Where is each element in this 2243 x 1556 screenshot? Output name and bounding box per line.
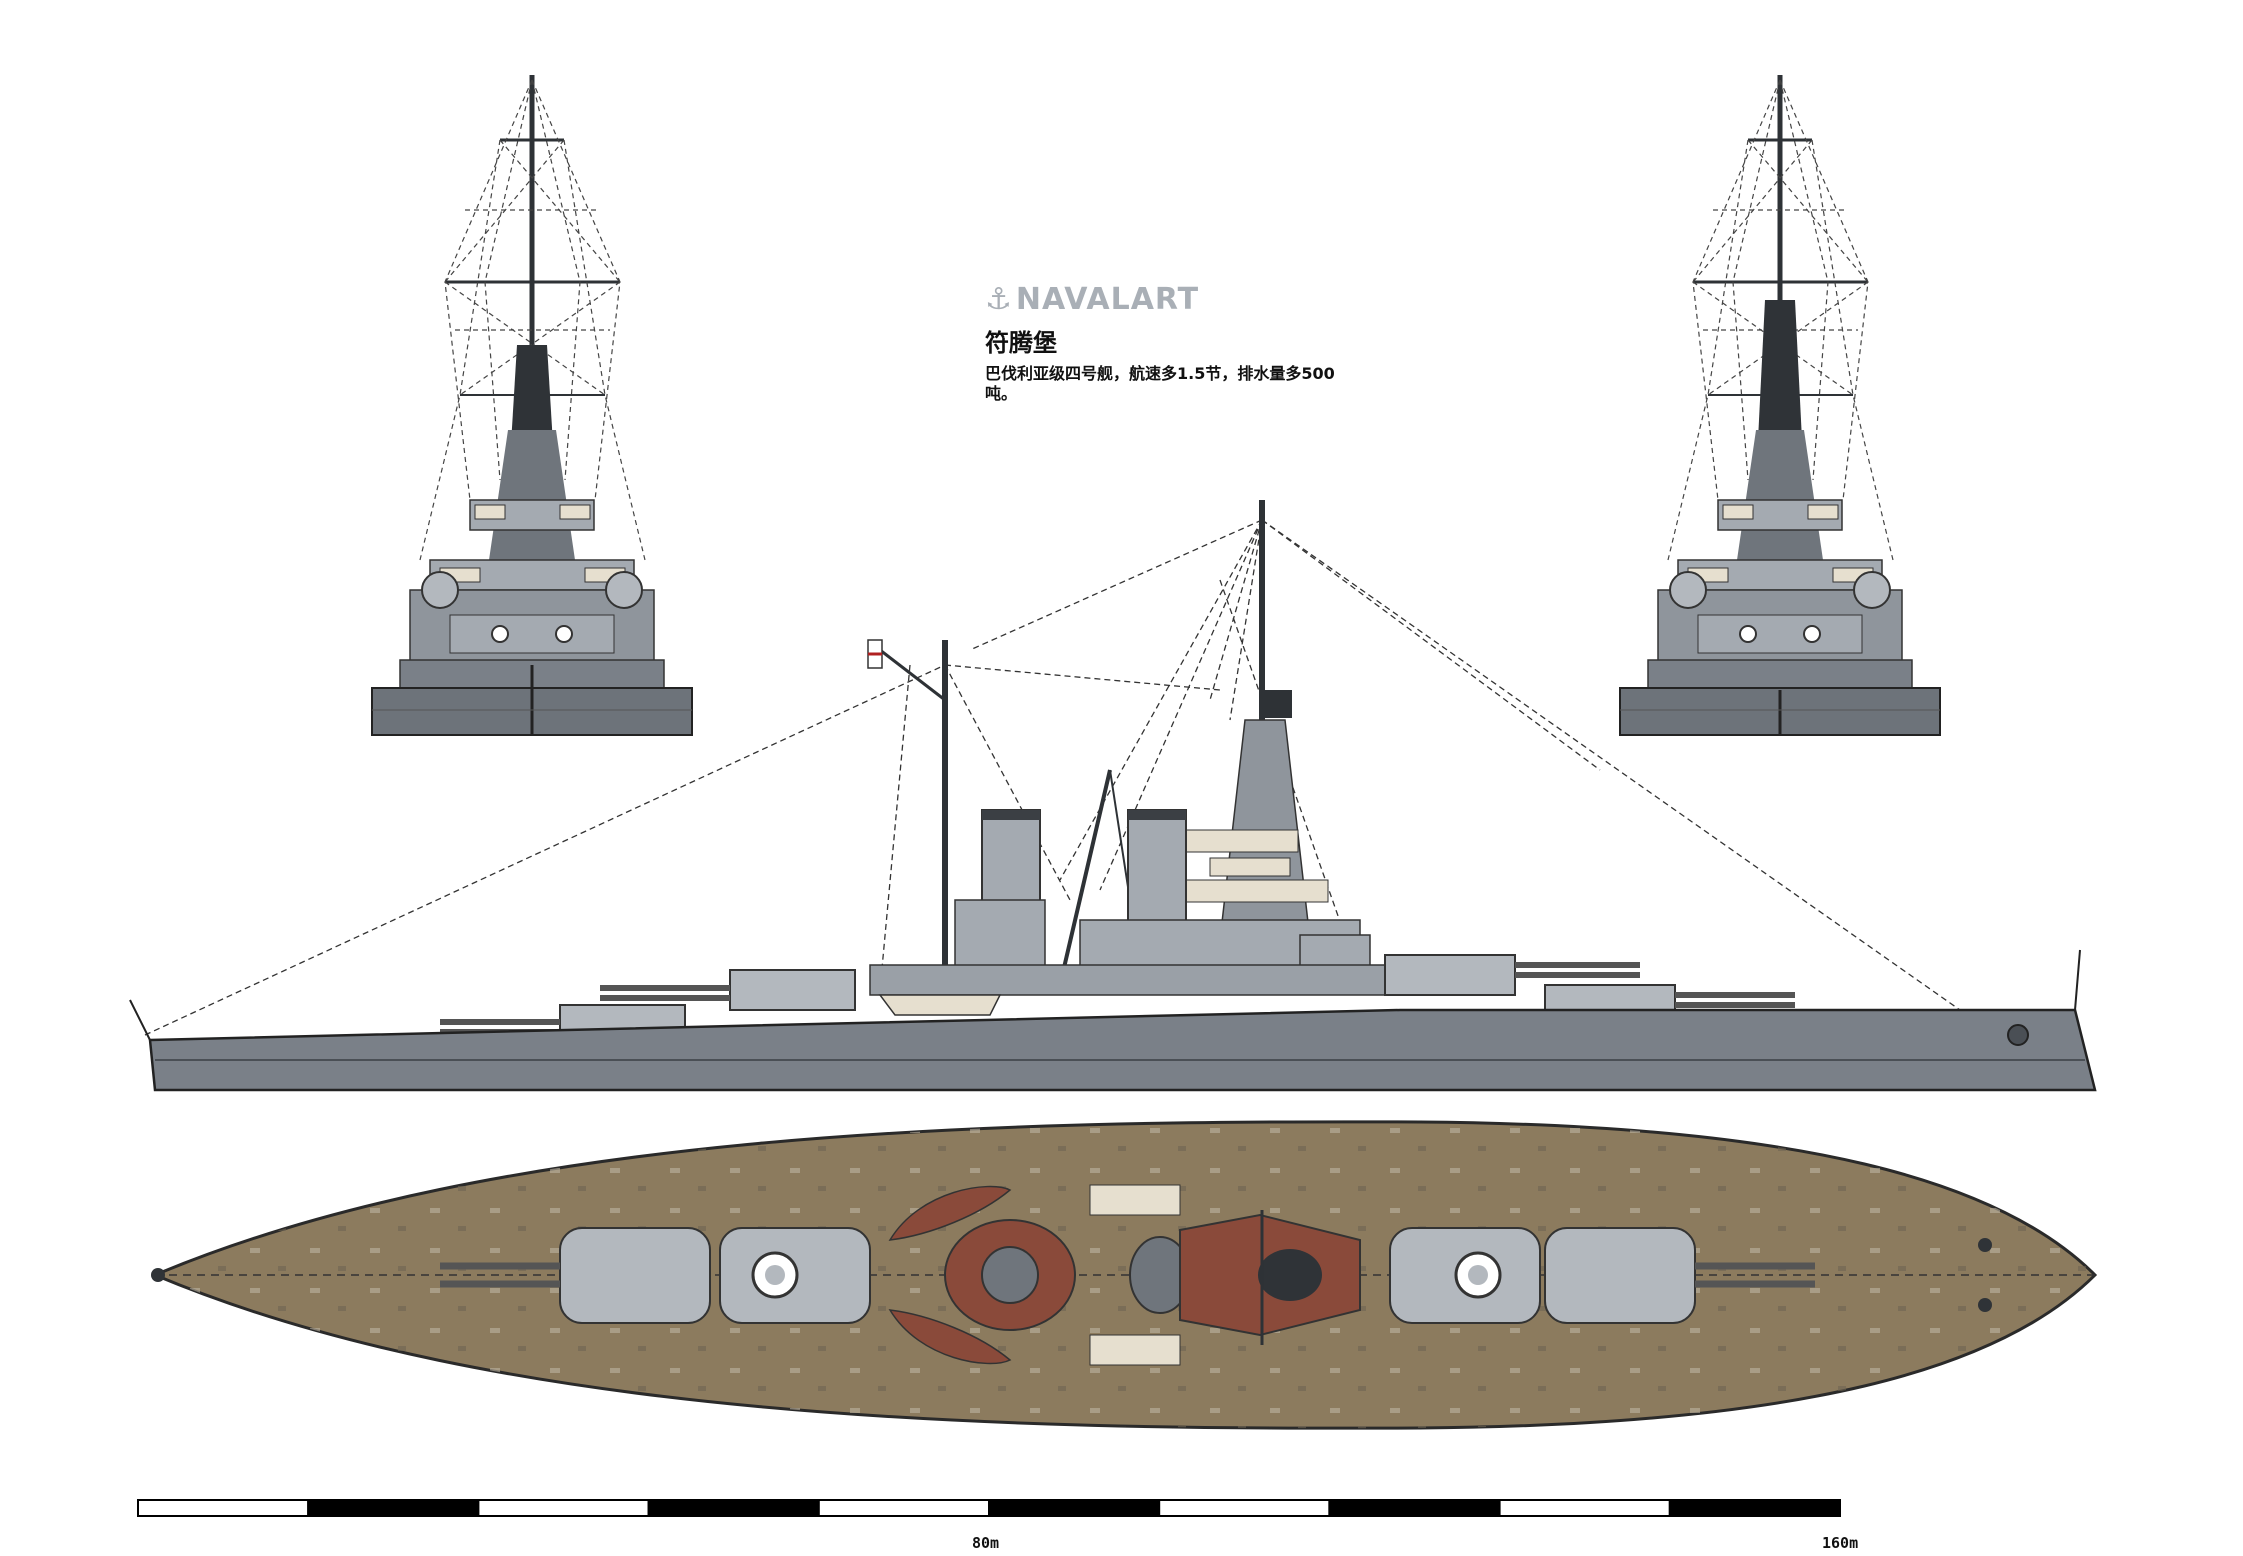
top-turret-fore-outer [1544,1227,1696,1324]
bow-view [371,75,693,736]
scale-segment [1498,1499,1671,1517]
scale-segment [817,1499,990,1517]
anchor-icon: ⚓ [985,281,1012,317]
top-boat-port [888,1185,1012,1241]
scale-segment [647,1499,820,1517]
scale-segment [137,1499,310,1517]
scale-label-80m: 80m [972,1534,1000,1552]
scale-bar [137,1499,1842,1517]
brand-name: NAVALART [1015,282,1200,317]
side-profile-rigging [144,519,1961,1036]
scale-segment [1328,1499,1501,1517]
scale-segment [477,1499,650,1517]
caption-block: ⚓ NAVALART 符腾堡 巴伐利亚级四号舰，航速多1.5节，排水量多500吨… [985,282,1345,404]
scale-segment [1668,1499,1842,1517]
stern-view [1619,75,1941,736]
stern-view-rigging [1667,79,1894,561]
scale-label-160m: 160m [1822,1534,1859,1552]
top-boat-starboard [888,1309,1012,1365]
side-boat [878,994,1002,1016]
ship-name: 符腾堡 [985,329,1057,357]
scale-segment [307,1499,480,1517]
brand: ⚓ NAVALART [985,282,1345,317]
turret-aft-upper [729,969,856,1011]
bow-view-rigging [419,79,646,561]
side-profile [129,500,2097,1092]
scale-segment [988,1499,1161,1517]
turret-fore-upper [1384,954,1516,996]
side-hull [148,1008,2097,1092]
top-deck-view [151,1120,2098,1430]
anchor-hawse [2007,1024,2029,1046]
ship-description: 巴伐利亚级四号舰，航速多1.5节，排水量多500吨。 [985,364,1335,403]
top-turret-aft-outer [559,1227,711,1324]
scale-segment [1158,1499,1331,1517]
